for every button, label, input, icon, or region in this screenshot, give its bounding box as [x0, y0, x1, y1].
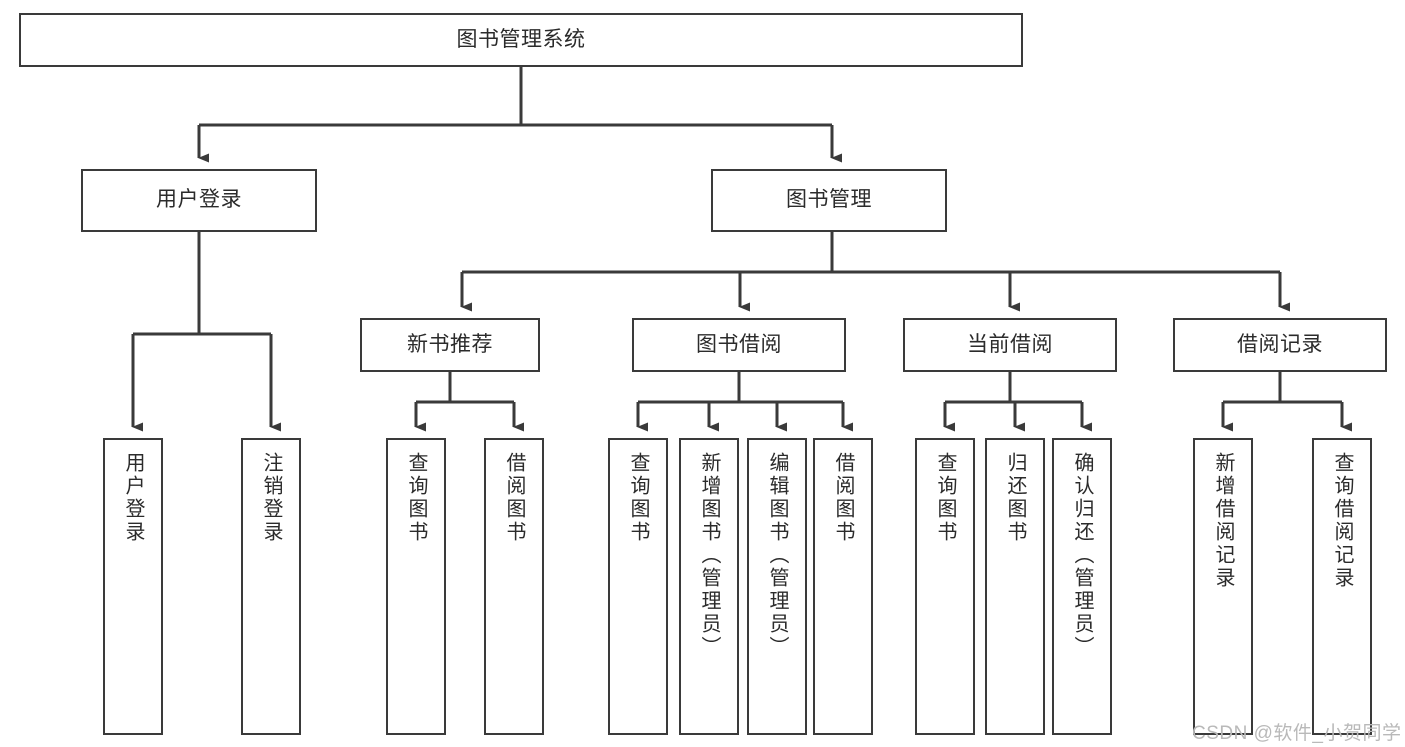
node-leaf-borrow-book-1[interactable]: 借阅图书 [484, 438, 544, 735]
node-root[interactable]: 图书管理系统 [19, 13, 1023, 67]
current-borrow-to-leaves-connectors [943, 372, 1092, 432]
node-user-login-label: 用户登录 [156, 188, 242, 212]
borrow-record-to-leaves-connectors [1221, 372, 1352, 432]
node-leaf-add-record[interactable]: 新增借阅记录 [1193, 438, 1253, 735]
node-book-borrow-label: 图书借阅 [696, 332, 782, 356]
node-new-book-recommend-label: 新书推荐 [407, 332, 493, 356]
node-borrow-record[interactable]: 借阅记录 [1173, 318, 1387, 372]
node-leaf-query-book-1-label: 查询图书 [405, 452, 427, 544]
node-leaf-add-book[interactable]: 新增图书（管理员） [679, 438, 739, 735]
node-book-manage[interactable]: 图书管理 [711, 169, 947, 232]
node-current-borrow-label: 当前借阅 [967, 332, 1053, 356]
node-leaf-query-record-label: 查询借阅记录 [1331, 452, 1353, 590]
node-leaf-borrow-book-2[interactable]: 借阅图书 [813, 438, 873, 735]
node-leaf-query-book-1[interactable]: 查询图书 [386, 438, 446, 735]
node-leaf-add-record-label: 新增借阅记录 [1212, 452, 1234, 590]
book-borrow-to-leaves-connectors [636, 372, 853, 432]
user-login-to-leaves-connectors [131, 232, 281, 432]
node-leaf-confirm-return[interactable]: 确认归还（管理员） [1052, 438, 1112, 735]
node-root-label: 图书管理系统 [456, 27, 586, 51]
node-leaf-return-book-label: 归还图书 [1004, 452, 1026, 544]
new-book-recommend-to-leaves-connectors [414, 372, 524, 432]
node-leaf-logout-label: 注销登录 [260, 452, 282, 544]
node-leaf-return-book[interactable]: 归还图书 [985, 438, 1045, 735]
root-to-level2-connectors [197, 67, 842, 163]
node-leaf-edit-book-label: 编辑图书（管理员） [766, 452, 788, 659]
node-borrow-record-label: 借阅记录 [1237, 332, 1323, 356]
node-leaf-query-book-2[interactable]: 查询图书 [608, 438, 668, 735]
node-leaf-add-book-label: 新增图书（管理员） [698, 452, 720, 659]
node-book-borrow[interactable]: 图书借阅 [632, 318, 846, 372]
node-leaf-borrow-book-2-label: 借阅图书 [832, 452, 854, 544]
node-leaf-query-record[interactable]: 查询借阅记录 [1312, 438, 1372, 735]
book-manage-to-level3-connectors [460, 232, 1290, 312]
node-leaf-query-book-2-label: 查询图书 [627, 452, 649, 544]
node-leaf-user-login-label: 用户登录 [122, 452, 144, 544]
node-leaf-edit-book[interactable]: 编辑图书（管理员） [747, 438, 807, 735]
node-leaf-query-book-3-label: 查询图书 [934, 452, 956, 544]
node-leaf-confirm-return-label: 确认归还（管理员） [1071, 452, 1093, 659]
node-new-book-recommend[interactable]: 新书推荐 [360, 318, 540, 372]
node-book-manage-label: 图书管理 [786, 188, 872, 212]
node-user-login[interactable]: 用户登录 [81, 169, 317, 232]
node-leaf-borrow-book-1-label: 借阅图书 [503, 452, 525, 544]
node-leaf-query-book-3[interactable]: 查询图书 [915, 438, 975, 735]
node-leaf-user-login[interactable]: 用户登录 [103, 438, 163, 735]
node-current-borrow[interactable]: 当前借阅 [903, 318, 1117, 372]
node-leaf-logout[interactable]: 注销登录 [241, 438, 301, 735]
